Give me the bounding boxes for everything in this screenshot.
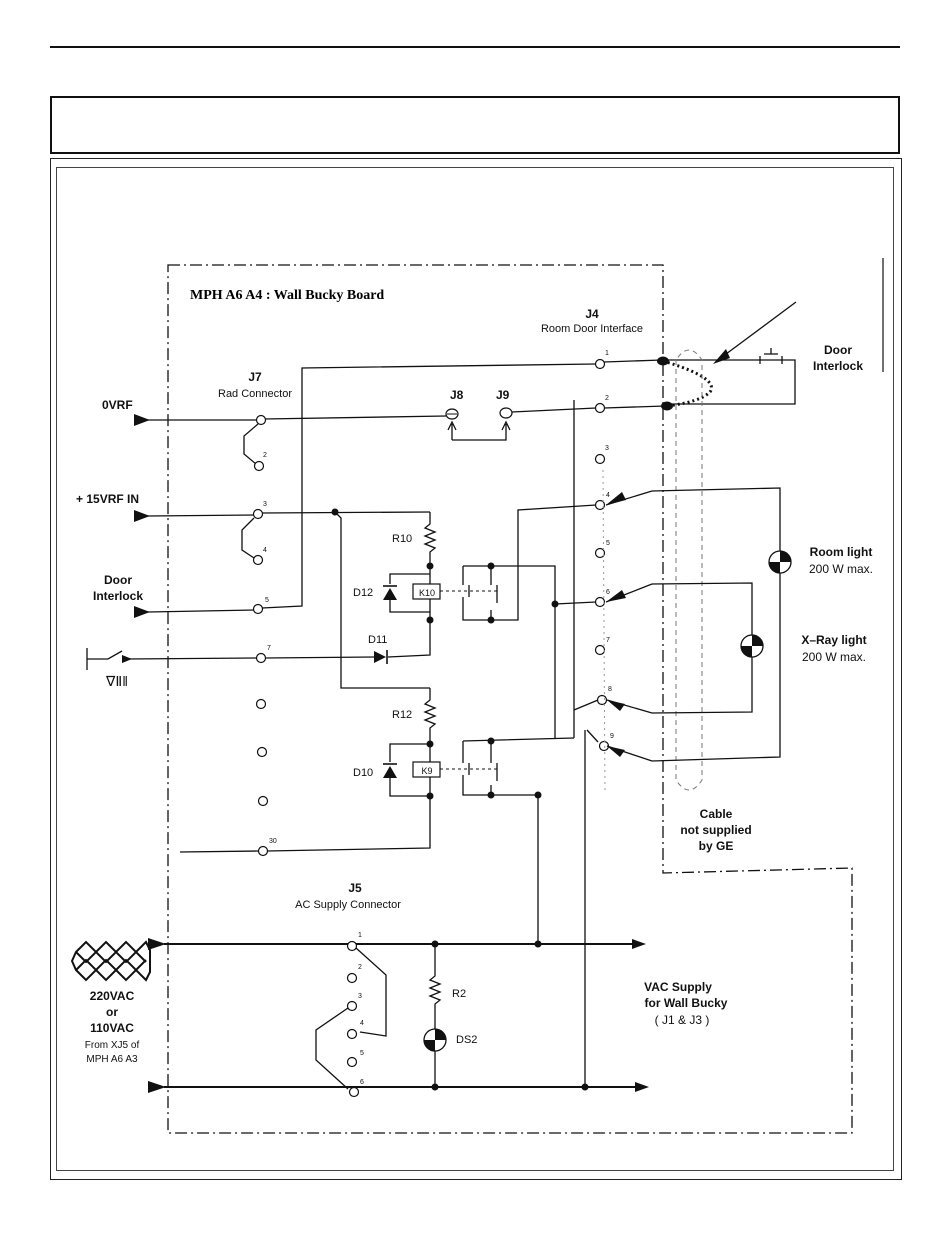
j9-jumper-pin [499, 407, 513, 419]
ac-in-3: 110VAC [90, 1021, 134, 1035]
r10-label: R10 [392, 533, 412, 545]
j4-desc: Room Door Interface [541, 323, 643, 335]
svg-text:7: 7 [606, 637, 610, 644]
svg-text:2: 2 [358, 964, 362, 971]
j5-desc: AC Supply Connector [295, 899, 401, 911]
j7-pin-1 [255, 414, 267, 426]
switch-input [86, 648, 259, 670]
svg-text:3: 3 [605, 445, 609, 452]
ac-in-5: MPH A6 A3 [86, 1054, 138, 1065]
board-title: MPH A6 A4 : Wall Bucky Board [190, 288, 384, 303]
svg-text:6: 6 [360, 1079, 364, 1086]
j7-pin-4 [252, 554, 264, 566]
svg-text:4: 4 [263, 547, 267, 554]
j7-pin-5 [252, 603, 264, 615]
j7-name: J7 [248, 370, 262, 384]
svg-text:6: 6 [606, 589, 610, 596]
door-interlock-label-2: Interlock [813, 359, 863, 373]
ground-symbol: ∇Ⅱ‖ [105, 673, 128, 689]
vac-label-3: ( J1 & J3 ) [655, 1013, 710, 1027]
ovrf-label: 0VRF [102, 398, 133, 412]
twisted-pair [662, 359, 713, 408]
d10-label: D10 [353, 767, 373, 779]
j7-pin-2 [253, 460, 265, 472]
ac-in-4: From XJ5 of [85, 1040, 140, 1051]
d11-diode [374, 651, 386, 663]
svg-text:4: 4 [360, 1020, 364, 1027]
vac-label-1: VAC Supply [644, 980, 712, 994]
k10-label: K10 [419, 588, 435, 598]
svg-text:8: 8 [608, 686, 612, 693]
ovrf-arrow [134, 414, 150, 426]
xray-light-label-2: 200 W max. [802, 650, 866, 664]
r2-label: R2 [452, 988, 466, 1000]
svg-text:1: 1 [605, 350, 609, 357]
header-rule [50, 46, 900, 48]
svg-text:7: 7 [267, 645, 271, 652]
j7-pin-7 [255, 652, 267, 664]
j7-desc: Rad Connector [218, 388, 292, 400]
svg-text:9: 9 [610, 733, 614, 740]
cable-label-1: Cable [700, 807, 733, 821]
svg-text:5: 5 [265, 597, 269, 604]
r12-resistor [423, 688, 437, 744]
d12-label: D12 [353, 587, 373, 599]
k10-contacts [462, 504, 597, 621]
svg-text:30: 30 [269, 838, 277, 845]
svg-text:5: 5 [360, 1050, 364, 1057]
pointer-arrow [717, 301, 797, 361]
board-boundary [167, 264, 853, 1134]
door-interlock-in-2: Interlock [93, 589, 143, 603]
cable-label-3: by GE [699, 839, 734, 853]
j4-name: J4 [585, 307, 599, 321]
svg-text:1: 1 [358, 932, 362, 939]
d12-diode [383, 588, 397, 600]
svg-text:2: 2 [263, 452, 267, 459]
figure-inner-frame [56, 167, 894, 1171]
svg-text:4: 4 [606, 492, 610, 499]
j8-j9-link [447, 420, 511, 441]
figure-title-box [50, 96, 900, 154]
j8-label: J8 [450, 388, 464, 402]
j7-pin-3 [252, 508, 264, 520]
figure-frame [50, 158, 902, 1180]
d10-diode [383, 766, 397, 778]
door-interlock-in-1: Door [104, 573, 132, 587]
svg-text:2: 2 [605, 395, 609, 402]
j5-pins: 1 2 3 4 5 6 [346, 932, 364, 1098]
k9-contacts [462, 737, 575, 796]
cable-label-2: not supplied [680, 823, 751, 837]
xray-light-label-1: X–Ray light [801, 633, 866, 647]
j9-label: J9 [496, 388, 510, 402]
svg-text:3: 3 [358, 993, 362, 1000]
svg-text:3: 3 [263, 501, 267, 508]
j4-pins: 1 2 3 4 5 6 7 8 9 [594, 350, 614, 752]
ac-input-cable [70, 940, 151, 982]
room-light-label-2: 200 W max. [809, 562, 873, 576]
k9-label: K9 [421, 766, 432, 776]
svg-text:5: 5 [606, 540, 610, 547]
j5-name: J5 [348, 881, 362, 895]
r12-label: R12 [392, 709, 412, 721]
r10-resistor [423, 512, 437, 566]
door-interlock-label-1: Door [824, 343, 852, 357]
j7-pin-30 [257, 845, 269, 857]
door-interlock-switch [663, 348, 796, 405]
ac-in-1: 220VAC [90, 989, 135, 1003]
vrf15-label: + 15VRF IN [76, 492, 139, 506]
d11-label: D11 [368, 634, 387, 646]
room-light-label-1: Room light [810, 545, 873, 559]
ds2-label: DS2 [456, 1034, 477, 1046]
door-interlock-arrow [134, 606, 150, 618]
vrf15-arrow [134, 510, 150, 522]
r2-resistor [428, 944, 442, 1030]
vac-label-2: for Wall Bucky [645, 996, 728, 1010]
cable-bundle [675, 349, 703, 791]
ac-in-2: or [106, 1005, 118, 1019]
